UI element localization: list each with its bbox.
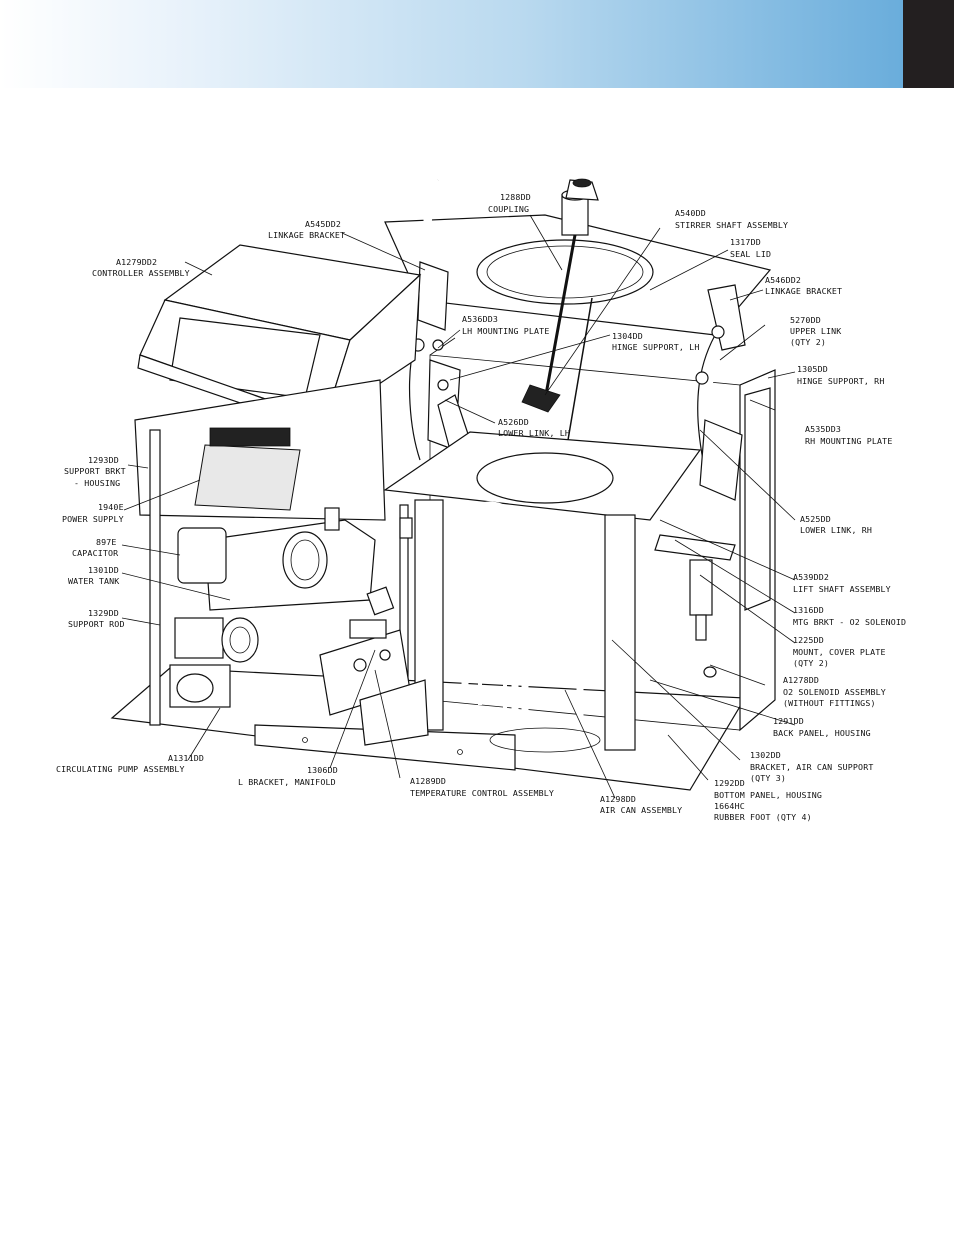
l-bracket-manifold <box>359 679 429 746</box>
upper-link-right <box>697 329 719 471</box>
stirrer-impeller <box>521 384 561 413</box>
support-rod <box>149 429 161 726</box>
leader-lines <box>121 214 796 799</box>
header-dark-tab <box>903 0 954 88</box>
header-gradient-bar <box>0 0 954 88</box>
linkage-bracket-left <box>417 261 449 331</box>
lower-link-rh <box>699 419 743 501</box>
assembly-drawing <box>110 178 776 791</box>
power-supply-vent <box>209 427 291 447</box>
air-can-support-right <box>604 514 636 751</box>
rh-mounting-plate <box>744 387 771 611</box>
mtg-bracket-o2-solenoid <box>654 534 736 561</box>
capacitor <box>177 527 227 584</box>
air-can-opening <box>476 452 614 504</box>
circulating-pump <box>174 617 224 659</box>
o2-solenoid <box>689 559 713 616</box>
coupling <box>561 194 589 236</box>
seal-lid-ring <box>476 239 654 305</box>
power-supply <box>194 444 301 511</box>
